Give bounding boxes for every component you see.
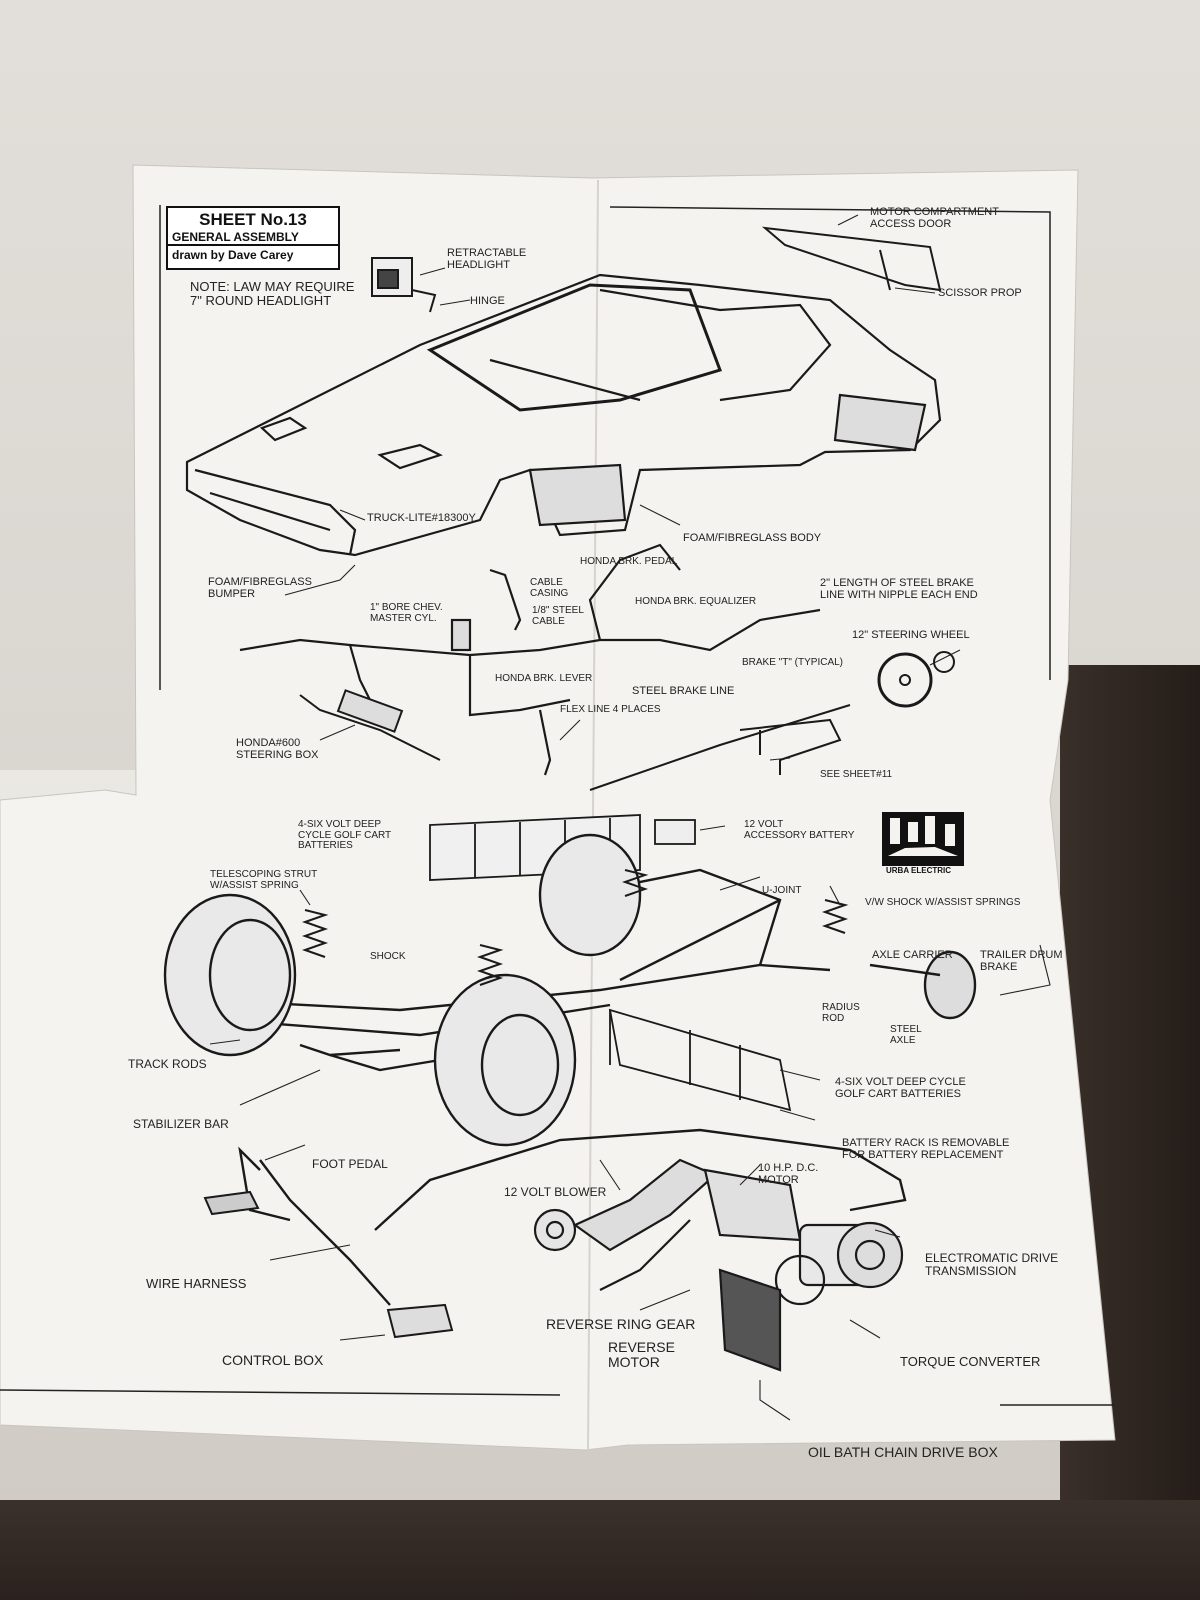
steering-assembly <box>299 651 955 791</box>
paper-fold <box>587 179 599 1451</box>
label-steel-brake-line: STEEL BRAKE LINE <box>632 685 735 697</box>
battery-rack <box>608 1008 792 1112</box>
label-body: FOAM/FIBREGLASS BODY <box>683 532 822 544</box>
label-trailer-drum: TRAILER DRUM BRAKE <box>980 949 1063 973</box>
label-note: NOTE: LAW MAY REQUIRE 7" ROUND HEADLIGHT <box>190 279 355 308</box>
label-stabilizer-bar: STABILIZER BAR <box>133 1117 229 1131</box>
label-vw-shock: V/W SHOCK W/ASSIST SPRINGS <box>865 897 1021 908</box>
label-transmission: ELECTROMATIC DRIVE TRANSMISSION <box>925 1251 1059 1278</box>
label-chain-drive-box: OIL BATH CHAIN DRIVE BOX <box>808 1444 998 1460</box>
label-motor: 10 H.P. D.C. MOTOR <box>758 1162 819 1186</box>
label-blower: 12 VOLT BLOWER <box>504 1185 607 1199</box>
label-hinge: HINGE <box>470 295 505 307</box>
label-control-box: CONTROL BOX <box>222 1352 324 1368</box>
headlight-part <box>371 257 437 313</box>
urba-logo-icon <box>882 812 964 866</box>
label-bumper: FOAM/FIBREGLASS BUMPER <box>208 576 312 600</box>
title-divider <box>168 244 338 246</box>
label-wire-harness: WIRE HARNESS <box>146 1276 247 1291</box>
label-brake-lever: HONDA BRK. LEVER <box>495 673 593 684</box>
label-flex-line: FLEX LINE 4 PLACES <box>560 704 661 715</box>
label-steering-box: HONDA#600 STEERING BOX <box>236 737 319 761</box>
control-box <box>386 1303 454 1339</box>
label-axle-carrier: AXLE CARRIER <box>872 949 953 961</box>
label-track-rods: TRACK RODS <box>128 1057 207 1071</box>
label-torque-converter: TORQUE CONVERTER <box>900 1354 1041 1369</box>
label-retractable-headlight: RETRACTABLE HEADLIGHT <box>447 247 527 271</box>
paper-sheet <box>0 164 1116 1451</box>
label-battery-rack: BATTERY RACK IS REMOVABLE FOR BATTERY RE… <box>842 1137 1010 1161</box>
logo-caption: URBA ELECTRIC <box>886 866 952 875</box>
title-block: SHEET No.13 GENERAL ASSEMBLY drawn by Da… <box>166 206 340 270</box>
label-reverse-motor: REVERSE MOTOR <box>608 1339 675 1370</box>
label-cable-casing: CABLE CASING <box>530 577 569 599</box>
label-golf-batteries-bottom: 4-SIX VOLT DEEP CYCLE GOLF CART BATTERIE… <box>835 1076 966 1100</box>
foot-pedal <box>203 1190 260 1216</box>
label-shock: SHOCK <box>370 951 406 962</box>
label-steering-wheel: 12" STEERING WHEEL <box>852 629 970 641</box>
chassis <box>209 868 831 1072</box>
label-reverse-ring-gear: REVERSE RING GEAR <box>546 1316 696 1332</box>
wheels <box>163 833 977 1147</box>
label-accessory-battery: 12 VOLT ACCESSORY BATTERY <box>744 819 855 841</box>
label-equalizer: HONDA BRK. EQUALIZER <box>635 596 757 607</box>
leader-lines <box>209 214 1051 1421</box>
frame-line <box>0 1389 561 1396</box>
label-brake-t: BRAKE "T" (TYPICAL) <box>742 657 844 668</box>
label-steel-axle: STEEL AXLE <box>890 1024 922 1046</box>
label-see-sheet: SEE SHEET#11 <box>820 769 893 780</box>
label-brake-pedal: HONDA BRK. PEDAL <box>580 556 678 567</box>
label-radius-rod: RADIUS ROD <box>822 1002 860 1024</box>
desk-surface <box>0 1500 1200 1600</box>
springs <box>301 869 849 986</box>
car-body <box>185 273 942 557</box>
label-master-cyl: 1" BORE CHEV. MASTER CYL. <box>370 602 443 624</box>
wire-harness <box>238 1128 907 1306</box>
label-truck-lite: TRUCK-LITE#18300Y <box>367 512 476 524</box>
sheet-title: SHEET No.13 <box>199 210 307 229</box>
sheet-subtitle: GENERAL ASSEMBLY <box>172 230 299 244</box>
frame-line <box>609 206 1051 680</box>
brake-lines <box>239 543 821 776</box>
drivetrain <box>533 1158 904 1372</box>
label-motor-door: MOTOR COMPARTMENT ACCESS DOOR <box>870 206 999 230</box>
label-golf-batteries-top: 4-SIX VOLT DEEP CYCLE GOLF CART BATTERIE… <box>298 819 392 851</box>
label-steel-cable: 1/8" STEEL CABLE <box>532 605 584 627</box>
label-brake-line-length: 2" LENGTH OF STEEL BRAKE LINE WITH NIPPL… <box>820 577 978 601</box>
motor-door <box>761 226 942 292</box>
label-foot-pedal: FOOT PEDAL <box>312 1157 388 1171</box>
sheet-author: drawn by Dave Carey <box>172 248 294 262</box>
label-scissor-prop: SCISSOR PROP <box>938 287 1022 299</box>
label-telescoping-strut: TELESCOPING STRUT W/ASSIST SPRING <box>210 869 318 891</box>
label-u-joint: U-JOINT <box>762 885 802 896</box>
